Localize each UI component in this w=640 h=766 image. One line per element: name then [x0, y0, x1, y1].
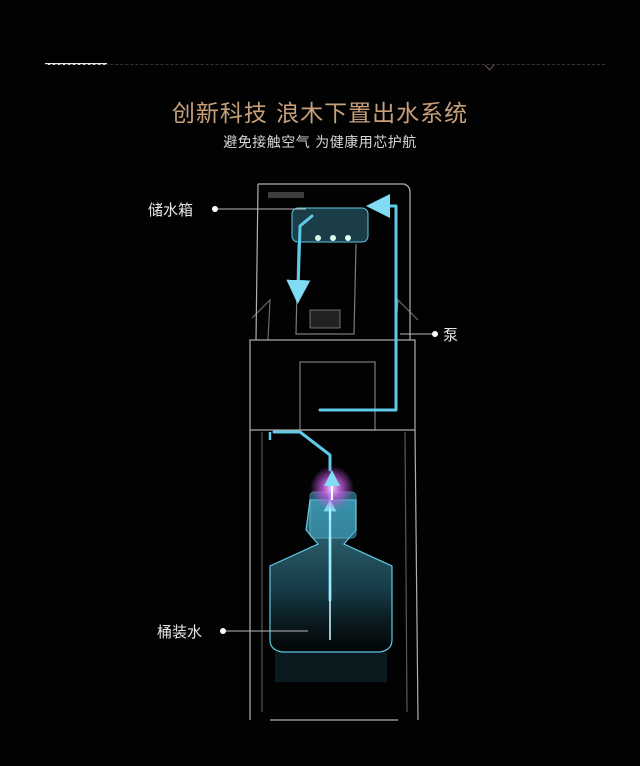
pump-label: 泵	[443, 326, 459, 344]
page-subtitle: 避免接触空气 为健康用芯护航	[223, 135, 417, 151]
bottle-label: 桶装水	[157, 623, 203, 641]
dispenser-outline	[249, 183, 419, 721]
header-divider	[45, 64, 605, 66]
brand-logo-mark	[268, 192, 304, 198]
callout-leaders	[218, 208, 432, 632]
water-bottle	[269, 491, 393, 682]
tank-label: 储水箱	[148, 201, 194, 219]
callout-dots	[212, 206, 438, 634]
page-title: 创新科技 浪木下置出水系统	[171, 101, 469, 127]
control-panel	[291, 207, 369, 329]
